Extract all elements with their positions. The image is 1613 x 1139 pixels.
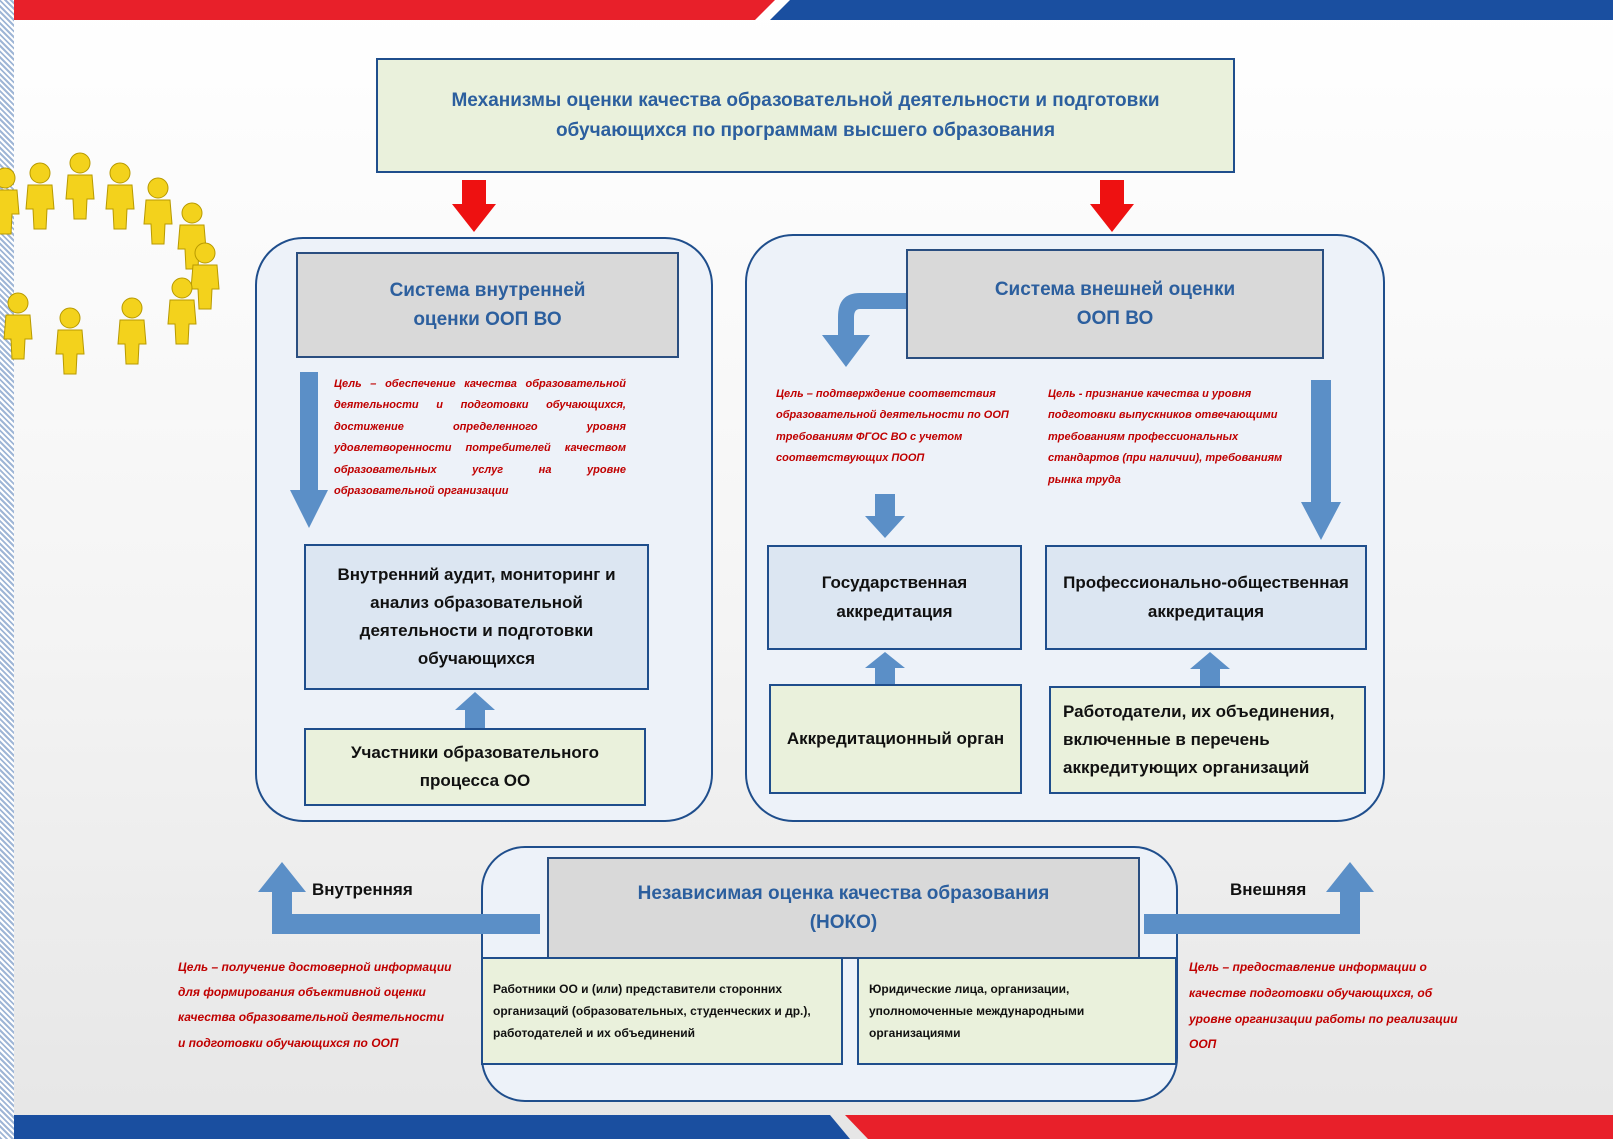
blue-arrow-internal-noko <box>258 862 540 934</box>
internal-header-box: Система внутренней оценки ООП ВО <box>296 252 679 358</box>
noko-left-box: Работники ОО и (или) представители сторо… <box>481 957 843 1065</box>
external-header: Система внешней оценки ООП ВО <box>994 278 1236 329</box>
top-title: Механизмы оценки качества образовательно… <box>451 90 1160 141</box>
noko-header-box: Независимая оценка качества образования … <box>547 857 1140 959</box>
noko-title: Независимая оценка качества образования … <box>637 882 1050 933</box>
internal-label: Внутренняя <box>312 880 413 899</box>
employers-box: Работодатели, их объединения, включенные… <box>1049 686 1366 794</box>
internal-header: Система внутренней оценки ООП ВО <box>389 279 586 330</box>
blue-arrow-internal-down <box>290 372 328 528</box>
state-accreditation: Государственная аккредитация <box>821 573 968 621</box>
participants: Участники образовательного процесса ОО <box>350 742 600 790</box>
accreditation-body: Аккредитационный орган <box>786 728 1005 748</box>
blue-arrow-state-down <box>865 494 905 538</box>
prof-accreditation: Профессионально-общественная аккредитаци… <box>1063 573 1349 621</box>
noko-external-goal: Цель – предоставление информации о качес… <box>1189 960 1458 1052</box>
accreditation-body-box: Аккредитационный орган <box>769 684 1022 794</box>
blue-arrow-prof-up <box>1190 652 1230 686</box>
noko-left-text: Работники ОО и (или) представители сторо… <box>493 981 811 1041</box>
blue-arrow-internal-up <box>455 692 495 728</box>
prof-accreditation-box: Профессионально-общественная аккредитаци… <box>1045 545 1367 650</box>
noko-right-box: Юридические лица, организации, уполномоч… <box>857 957 1177 1065</box>
blue-arrow-prof-down <box>1301 380 1341 540</box>
blue-arrow-state-up <box>865 652 905 684</box>
people-circle-icon <box>0 152 220 375</box>
bottom-stripe <box>0 1115 1613 1139</box>
internal-audit-box: Внутренний аудит, мониторинг и анализ об… <box>304 544 649 690</box>
internal-audit: Внутренний аудит, мониторинг и анализ об… <box>337 564 616 669</box>
red-arrow-left <box>452 180 496 232</box>
external-goal-right: Цель - признание качества и уровня подго… <box>1048 388 1283 486</box>
external-label: Внешняя <box>1230 880 1307 899</box>
external-header-box: Система внешней оценки ООП ВО <box>906 249 1324 359</box>
employers: Работодатели, их объединения, включенные… <box>1063 701 1335 778</box>
top-stripe <box>0 0 1613 20</box>
external-goal-left: Цель – подтверждение соответствия образо… <box>776 388 1009 465</box>
top-title-box: Механизмы оценки качества образовательно… <box>376 58 1235 173</box>
red-arrow-right <box>1090 180 1134 232</box>
blue-arrow-external-noko <box>1144 862 1374 934</box>
blue-curved-arrow-external <box>822 293 906 367</box>
noko-right-text: Юридические лица, организации, уполномоч… <box>869 981 1085 1041</box>
participants-box: Участники образовательного процесса ОО <box>304 728 646 806</box>
noko-internal-goal: Цель – получение достоверной информации … <box>178 960 452 1050</box>
state-accreditation-box: Государственная аккредитация <box>767 545 1022 650</box>
internal-goal: Цель – обеспечение качества образователь… <box>334 378 626 498</box>
left-edge-pattern <box>0 0 14 1139</box>
